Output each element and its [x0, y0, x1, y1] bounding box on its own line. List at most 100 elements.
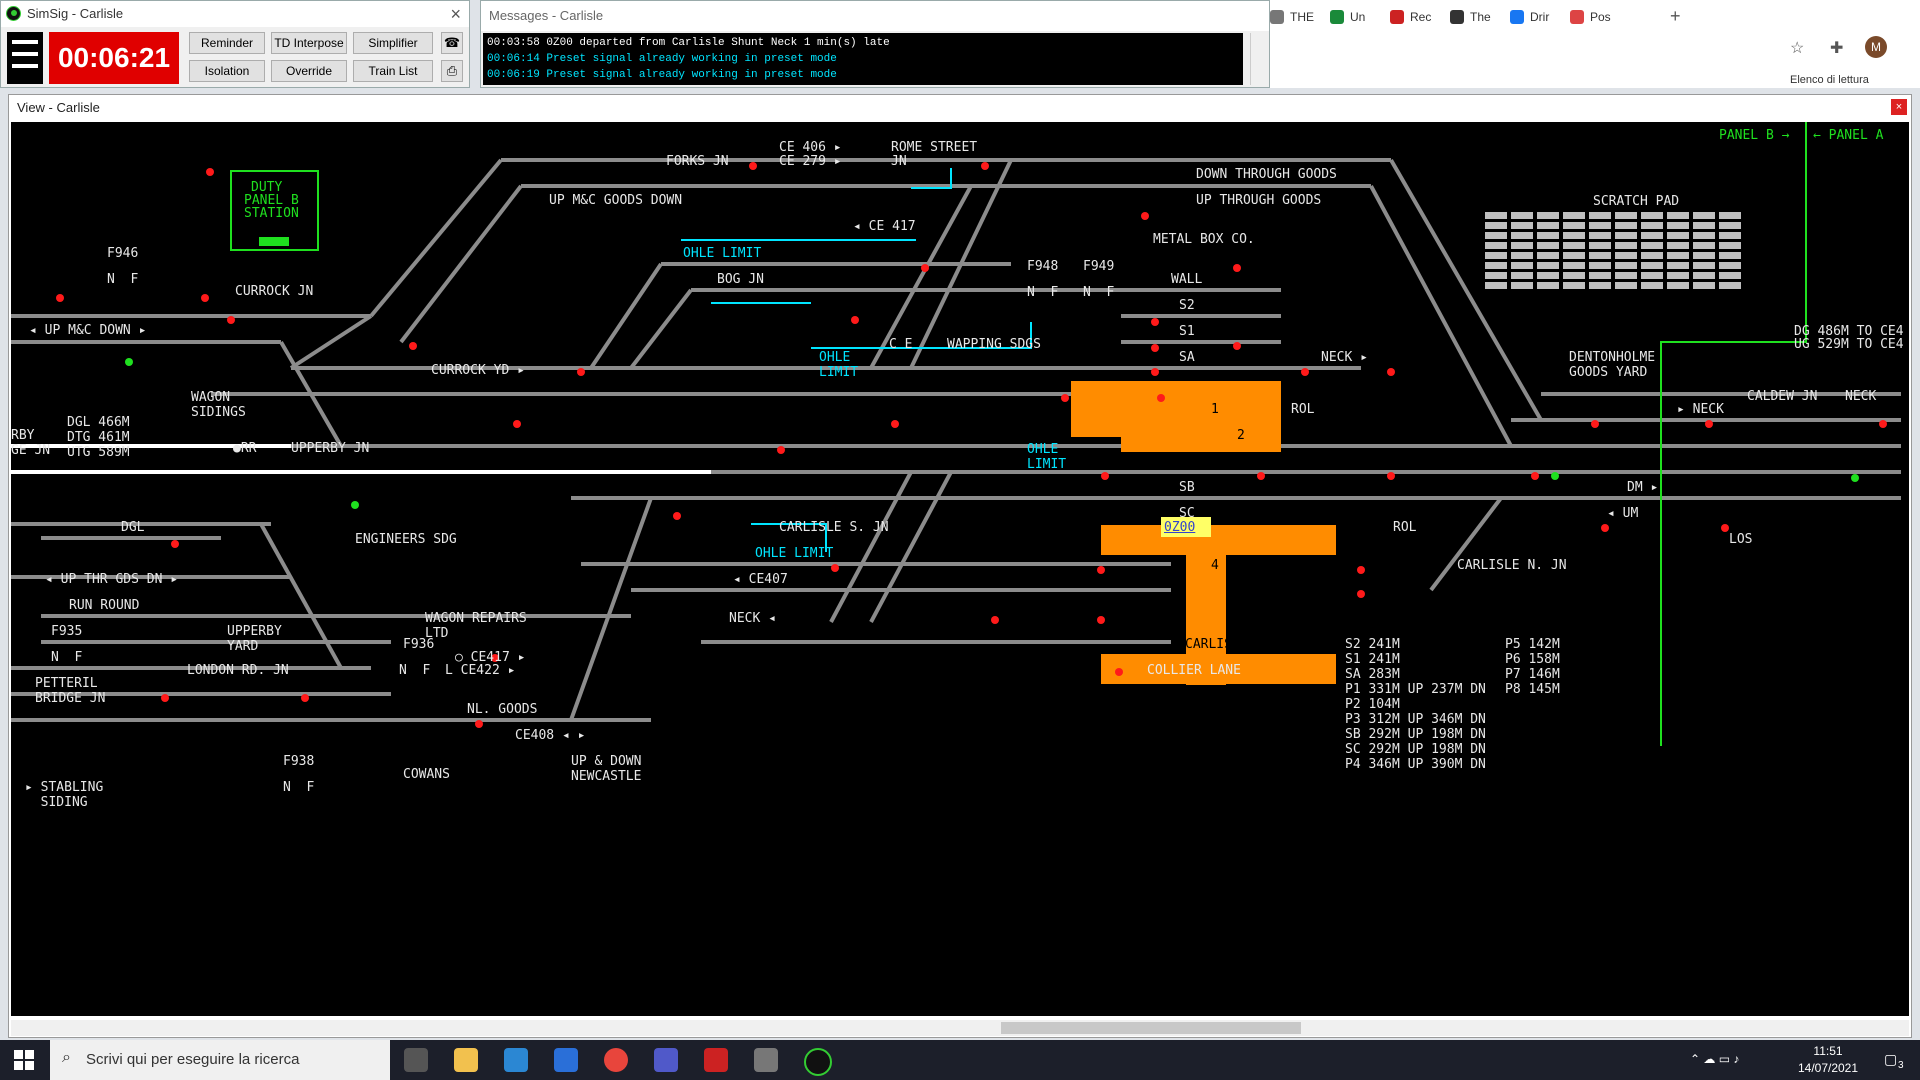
scratch-pad-cell[interactable]: [1641, 242, 1663, 249]
signal[interactable]: [1531, 472, 1539, 480]
scratch-pad-cell[interactable]: [1563, 262, 1585, 269]
signal[interactable]: [851, 316, 859, 324]
signal[interactable]: [1151, 344, 1159, 352]
signal[interactable]: [777, 446, 785, 454]
signal[interactable]: [921, 264, 929, 272]
scratch-pad-cell[interactable]: [1693, 242, 1715, 249]
signal[interactable]: [1151, 368, 1159, 376]
scratch-pad-cell[interactable]: [1589, 262, 1611, 269]
signal-clear[interactable]: [1551, 472, 1559, 480]
scratch-pad-cell[interactable]: [1641, 282, 1663, 289]
signal[interactable]: [1115, 668, 1123, 676]
teams-icon[interactable]: [654, 1048, 678, 1072]
scratch-pad-cell[interactable]: [1537, 252, 1559, 259]
scratch-pad-cell[interactable]: [1615, 232, 1637, 239]
scratch-pad-cell[interactable]: [1563, 242, 1585, 249]
scratch-pad-cell[interactable]: [1719, 262, 1741, 269]
new-tab-icon[interactable]: +: [1670, 6, 1681, 26]
scratch-pad-cell[interactable]: [1719, 252, 1741, 259]
scratch-pad-cell[interactable]: [1615, 242, 1637, 249]
taskbar-search-input[interactable]: Scrivi qui per eseguire la ricerca: [50, 1040, 390, 1080]
scratch-pad-cell[interactable]: [1511, 272, 1533, 279]
scratch-pad-cell[interactable]: [1615, 272, 1637, 279]
signalling-panel[interactable]: PANEL B → ← PANEL A DUTY PANEL B STATION…: [11, 122, 1909, 1016]
ce422-label[interactable]: L CE422 ▸: [445, 663, 516, 678]
scratch-pad-cell[interactable]: [1667, 272, 1689, 279]
signal[interactable]: [1257, 472, 1265, 480]
scratch-pad-cell[interactable]: [1537, 272, 1559, 279]
scratch-pad-cell[interactable]: [1589, 272, 1611, 279]
scratch-pad-cell[interactable]: [1693, 252, 1715, 259]
chrome-icon[interactable]: [604, 1048, 628, 1072]
scratch-pad-cell[interactable]: [1615, 252, 1637, 259]
scratch-pad-cell[interactable]: [1537, 232, 1559, 239]
simplifier-button[interactable]: Simplifier: [353, 32, 433, 54]
scratch-pad-cell[interactable]: [1485, 272, 1507, 279]
ce407-label[interactable]: ◂ CE407: [733, 572, 788, 587]
signal[interactable]: [227, 316, 235, 324]
scratch-pad-cell[interactable]: [1693, 282, 1715, 289]
scratch-pad-cell[interactable]: [1563, 282, 1585, 289]
horizontal-scrollbar[interactable]: [11, 1020, 1909, 1036]
signal[interactable]: [1151, 318, 1159, 326]
app-icon[interactable]: [704, 1048, 728, 1072]
scratch-pad-cell[interactable]: [1485, 282, 1507, 289]
store-icon[interactable]: [554, 1048, 578, 1072]
signal[interactable]: [475, 720, 483, 728]
signal[interactable]: [1101, 472, 1109, 480]
scratch-pad-cell[interactable]: [1563, 232, 1585, 239]
scratch-pad-cell[interactable]: [1537, 262, 1559, 269]
scratch-pad-cell[interactable]: [1511, 252, 1533, 259]
signal[interactable]: [749, 162, 757, 170]
scratch-pad-cell[interactable]: [1485, 242, 1507, 249]
scratch-pad-cell[interactable]: [1511, 242, 1533, 249]
scratch-pad-cell[interactable]: [1667, 252, 1689, 259]
scratch-pad-cell[interactable]: [1589, 232, 1611, 239]
scratch-pad-cell[interactable]: [1589, 222, 1611, 229]
scratch-pad-cell[interactable]: [1615, 282, 1637, 289]
scratch-pad-cell[interactable]: [1693, 272, 1715, 279]
telephone-icon[interactable]: ☎: [441, 32, 463, 54]
scratch-pad-cell[interactable]: [1693, 222, 1715, 229]
scratch-pad-cell[interactable]: [1719, 212, 1741, 219]
signal[interactable]: [1601, 524, 1609, 532]
reminder-button[interactable]: Reminder: [189, 32, 265, 54]
scratch-pad-cell[interactable]: [1589, 252, 1611, 259]
close-icon[interactable]: ×: [450, 4, 461, 24]
scratch-pad-cell[interactable]: [1641, 232, 1663, 239]
signal[interactable]: [1141, 212, 1149, 220]
scratch-pad-cell[interactable]: [1589, 212, 1611, 219]
scratch-pad-cell[interactable]: [1589, 242, 1611, 249]
task-view-icon[interactable]: [404, 1048, 428, 1072]
printer-icon[interactable]: ⎙: [441, 60, 463, 82]
messages-scrollbar[interactable]: [1250, 33, 1267, 85]
signal[interactable]: [56, 294, 64, 302]
signal[interactable]: [171, 540, 179, 548]
scratch-pad-cell[interactable]: [1719, 242, 1741, 249]
scratch-pad-cell[interactable]: [1641, 212, 1663, 219]
ce417b-label[interactable]: ○ CE417 ▸: [455, 650, 526, 665]
avatar[interactable]: M: [1865, 36, 1887, 58]
signal[interactable]: [991, 616, 999, 624]
scratch-pad-cell[interactable]: [1719, 282, 1741, 289]
signal[interactable]: [491, 654, 499, 662]
windows-start-icon[interactable]: [14, 1050, 34, 1070]
scratch-pad-cell[interactable]: [1719, 272, 1741, 279]
browser-tab[interactable]: Un: [1330, 6, 1365, 28]
file-explorer-icon[interactable]: [454, 1048, 478, 1072]
td-interpose-button[interactable]: TD Interpose: [271, 32, 347, 54]
isolation-button[interactable]: Isolation: [189, 60, 265, 82]
scratch-pad-cell[interactable]: [1563, 272, 1585, 279]
scrollbar-thumb[interactable]: [1001, 1022, 1301, 1034]
scratch-pad-cell[interactable]: [1693, 232, 1715, 239]
rr-label[interactable]: ●RR: [233, 441, 257, 456]
signal[interactable]: [1233, 342, 1241, 350]
signal[interactable]: [1097, 566, 1105, 574]
browser-tab[interactable]: The: [1450, 6, 1491, 28]
notification-icon[interactable]: ▢: [1884, 1051, 1898, 1067]
signal[interactable]: [513, 420, 521, 428]
signal[interactable]: [1879, 420, 1887, 428]
f948-nf-label[interactable]: N F: [1027, 285, 1059, 300]
scratch-pad-cell[interactable]: [1485, 212, 1507, 219]
override-button[interactable]: Override: [271, 60, 347, 82]
